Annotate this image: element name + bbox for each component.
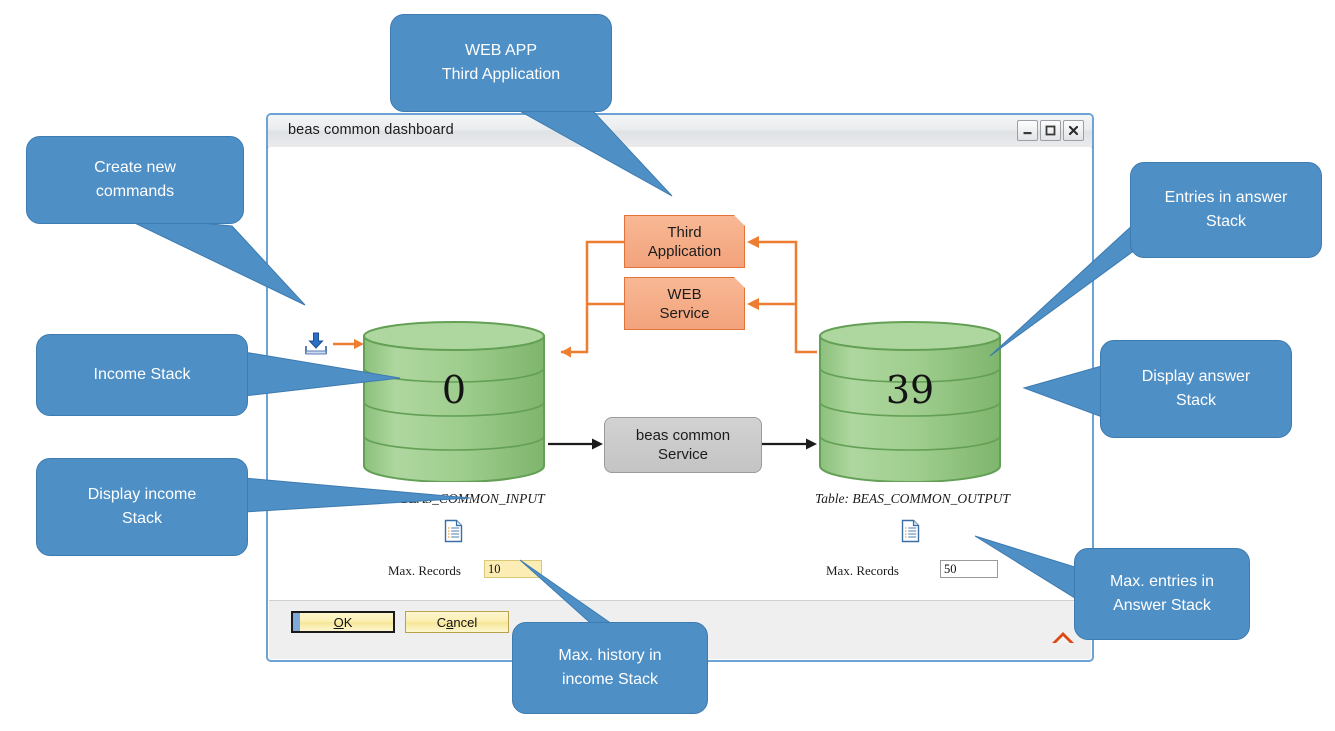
diagram-connectors <box>333 236 817 450</box>
answer-max-records-input[interactable]: 50 <box>940 560 998 578</box>
close-icon[interactable] <box>1063 120 1084 141</box>
callout-create-commands-text: Create new commands <box>94 159 176 200</box>
callout-display-income-text: Display income Stack <box>87 486 197 527</box>
maximize-icon[interactable] <box>1040 120 1061 141</box>
ok-button[interactable]: OK <box>291 611 395 633</box>
income-display-document-icon[interactable] <box>444 519 464 543</box>
window-controls <box>1017 120 1084 141</box>
callout-display-answer-stack: Display answer Stack <box>1100 340 1292 438</box>
callout-web-app: WEB APP Third Application <box>390 14 612 112</box>
callout-income-stack: Income Stack <box>36 334 248 416</box>
third-application-box[interactable]: Third Application <box>624 215 745 268</box>
callout-create-commands: Create new commands <box>26 136 244 224</box>
web-service-label: WEB Service <box>659 285 710 322</box>
callout-income-stack-text: Income Stack <box>93 366 191 383</box>
answer-max-records-label: Max. Records <box>826 563 899 578</box>
window-title: beas common dashboard <box>288 122 454 138</box>
callout-max-history-income-stack: Max. history in income Stack <box>512 622 708 714</box>
income-max-records-label: Max. Records <box>388 563 461 578</box>
import-download-icon[interactable] <box>303 331 329 357</box>
callout-entries-answer-text: Entries in answer Stack <box>1164 189 1288 230</box>
window-titlebar[interactable]: beas common dashboard <box>268 115 1092 148</box>
callout-max-answer-text: Max. entries in Answer Stack <box>1109 573 1215 614</box>
callout-entries-in-answer-stack: Entries in answer Stack <box>1130 162 1322 258</box>
callout-display-income-stack: Display income Stack <box>36 458 248 556</box>
cancel-button[interactable]: Cancel <box>405 611 509 633</box>
service-label: beas common Service <box>635 427 731 463</box>
income-max-records-input[interactable]: 10 <box>484 560 542 578</box>
web-service-box[interactable]: WEB Service <box>624 277 745 330</box>
cancel-button-label: Cancel <box>436 614 478 630</box>
third-application-label: Third Application <box>647 223 722 260</box>
minimize-icon[interactable] <box>1017 120 1038 141</box>
ok-button-label: OK <box>333 614 353 630</box>
callout-max-history-text: Max. history in income Stack <box>558 647 662 688</box>
answer-display-document-icon[interactable] <box>901 519 921 543</box>
resize-grip-icon[interactable] <box>1052 632 1074 643</box>
answer-table-label: Table: BEAS_COMMON_OUTPUT <box>815 491 1010 506</box>
window-client-area: Third Application WEB Service <box>269 147 1091 602</box>
callout-display-answer-text: Display answer Stack <box>1141 368 1251 409</box>
callout-web-app-text: WEB APP Third Application <box>441 42 561 83</box>
callout-max-entries-answer-stack: Max. entries in Answer Stack <box>1074 548 1250 640</box>
beas-common-service-box[interactable]: beas common Service <box>604 417 762 473</box>
